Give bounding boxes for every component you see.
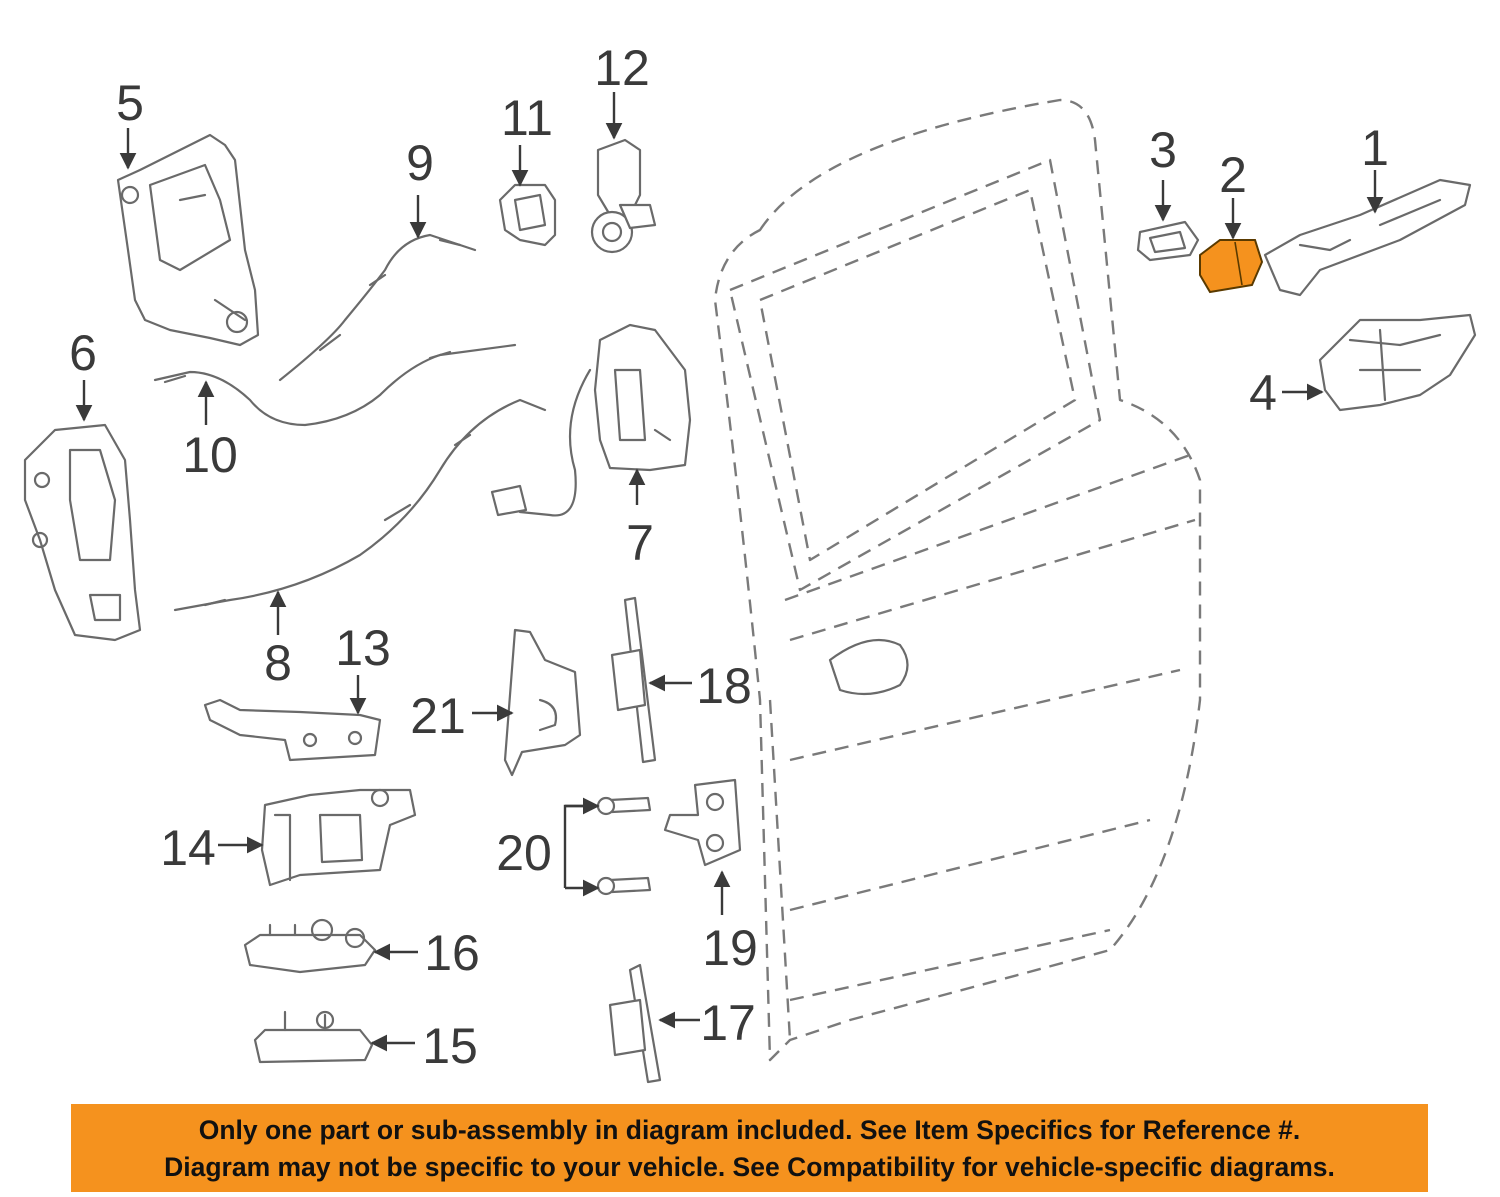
- part-16-roller[interactable]: [243, 918, 377, 974]
- part-11-actuator[interactable]: [498, 183, 557, 247]
- part-5-lock-actuator[interactable]: [116, 133, 260, 347]
- part-9-cable[interactable]: [278, 233, 477, 382]
- leader-arrows: [75, 92, 1384, 1052]
- sliding-door-outline: [713, 98, 1202, 1062]
- part-19-striker[interactable]: [663, 778, 742, 867]
- part-7-door-latch[interactable]: [490, 323, 692, 517]
- callout-14: 14: [160, 820, 216, 876]
- callout-19: 19: [702, 920, 758, 976]
- part-15-roller[interactable]: [253, 1010, 374, 1064]
- parts-diagram: 1 2 3 4 5 6 7 8 9 10 11 12 13 14 15 16 1…: [23, 40, 1477, 1084]
- callout-6: 6: [69, 325, 97, 381]
- part-10-cable[interactable]: [153, 343, 517, 427]
- part-6-interior-handle[interactable]: [23, 423, 142, 642]
- callout-17: 17: [700, 995, 756, 1051]
- callout-7: 7: [626, 515, 654, 571]
- callout-10: 10: [182, 427, 238, 483]
- disclaimer-line-1: Only one part or sub-assembly in diagram…: [198, 1115, 1301, 1145]
- part-2-handle-cap-highlighted[interactable]: [1199, 239, 1264, 294]
- callout-12: 12: [594, 40, 650, 96]
- callout-15: 15: [422, 1018, 478, 1074]
- callout-18: 18: [696, 658, 752, 714]
- part-1-outside-handle[interactable]: [1263, 178, 1472, 297]
- disclaimer-line-2: Diagram may not be specific to your vehi…: [164, 1152, 1335, 1182]
- callout-1: 1: [1361, 120, 1389, 176]
- callout-4: 4: [1249, 365, 1277, 421]
- callout-numbers: 1 2 3 4 5 6 7 8 9 10 11 12 13 14 15 16 1…: [69, 40, 1389, 1074]
- callout-8: 8: [264, 635, 292, 691]
- part-12-motor[interactable]: [590, 138, 657, 254]
- callout-20: 20: [496, 825, 552, 881]
- part-4-handle-bracket[interactable]: [1318, 313, 1477, 412]
- callout-21: 21: [410, 688, 466, 744]
- part-18-striker-plate[interactable]: [610, 596, 657, 764]
- part-17-striker-plate[interactable]: [608, 963, 662, 1084]
- part-3-bezel[interactable]: [1136, 220, 1200, 262]
- part-21-latch-plate[interactable]: [503, 628, 582, 777]
- callout-11: 11: [501, 90, 553, 146]
- callout-5: 5: [116, 75, 144, 131]
- disclaimer-banner: Only one part or sub-assembly in diagram…: [71, 1104, 1428, 1192]
- callout-13: 13: [335, 620, 391, 676]
- part-20-bolts[interactable]: [596, 796, 652, 896]
- callout-2: 2: [1219, 147, 1247, 203]
- part-13-bracket[interactable]: [203, 698, 382, 762]
- callout-3: 3: [1149, 122, 1177, 178]
- part-8-cable[interactable]: [173, 398, 547, 612]
- callout-9: 9: [406, 135, 434, 191]
- callout-16: 16: [424, 925, 480, 981]
- part-14-hinge[interactable]: [260, 788, 417, 887]
